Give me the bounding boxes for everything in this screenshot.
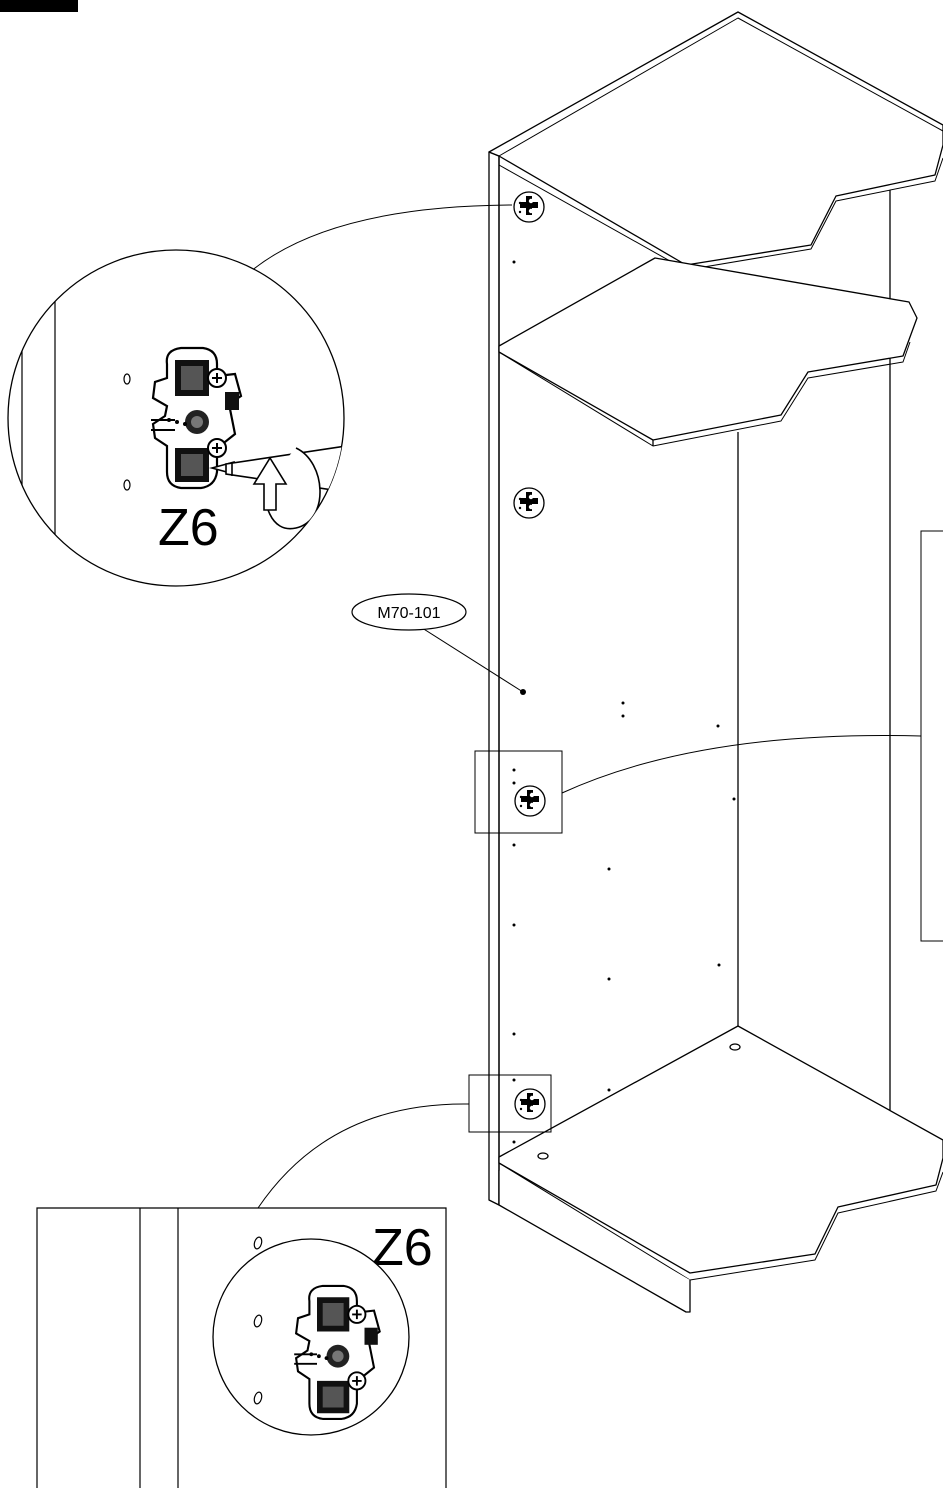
- hinge-plate-icon: [514, 785, 546, 817]
- predrilled-holes: [512, 260, 736, 1144]
- top-detail-magnifier: Z6: [7, 249, 345, 587]
- leader-lines: [249, 204, 922, 1209]
- rotate-arrow-icon: [252, 447, 321, 530]
- hinge-plate-icon: [513, 487, 545, 519]
- bottom-detail-panel: Z6: [36, 1207, 447, 1488]
- side-panel: [488, 151, 500, 1206]
- detail-panel-right: [920, 530, 943, 942]
- part-callout: [351, 593, 467, 631]
- bottom-hinge-code: Z6: [372, 1219, 433, 1277]
- top-hinge-code: Z6: [158, 499, 219, 557]
- hinge-plate-icon: [513, 191, 545, 223]
- focus-frame-middle: [474, 750, 563, 834]
- part-pointer-dot: [520, 689, 526, 695]
- bottom-panel: [498, 1025, 943, 1274]
- top-panel: [488, 11, 943, 266]
- part-label: M70-101: [377, 605, 440, 622]
- step-marker: [0, 0, 78, 12]
- shelf: [498, 257, 918, 441]
- hinge-plate-icon: [514, 1088, 546, 1120]
- corner-cabinet: [488, 11, 943, 1313]
